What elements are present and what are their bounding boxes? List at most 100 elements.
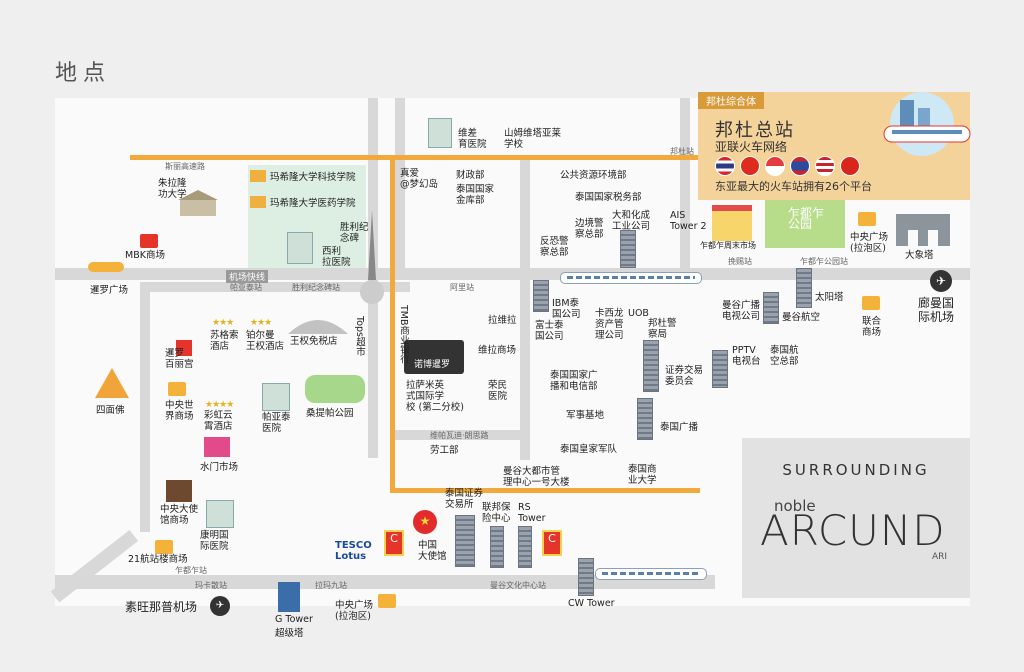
place-label: 联合 商场 [862,316,882,338]
airplane-icon: ✈ [210,596,230,616]
place-label: 朱拉隆 功大学 [158,178,187,200]
place-label: 水门市场 [200,462,239,473]
place-label: 公共资源环境部 [560,170,627,181]
hospital-icon [206,500,234,528]
place-label: 拉维拉 [488,315,517,326]
train-station-icon [883,92,971,156]
building-icon [455,515,475,567]
page-title: 地点 [55,61,112,86]
hotel-stars-icon: ★★★ [250,318,272,328]
place-label: MBK商场 [125,250,165,261]
place-label: RS Tower [518,502,546,524]
place-label: 富士泰 国公司 [535,320,564,342]
expressway-south [390,488,700,493]
place-label: 中央大使 馆商场 [160,504,199,526]
train-icon [560,272,702,284]
road-label: 维帕瓦迪·朗思路 [430,431,489,440]
china-flag-icon [740,156,760,176]
place-label: 劳工部 [430,445,459,456]
place-label: 泰国国家税务部 [575,192,642,203]
place-label: Tops超市 [354,316,365,356]
place-label: 铂尔曼 王权酒店 [246,330,285,352]
place-label: 廊曼国 际机场 [918,296,955,324]
place-label: 军事基地 [566,410,605,421]
building-icon [533,280,549,312]
noble-around-marker[interactable] [404,340,464,374]
place-label: 中国 大使馆 [418,540,447,562]
dress-icon [204,437,230,457]
road-label: 帕亚泰站 [230,283,262,292]
vibha-road [520,160,530,460]
shopping-bag-icon [378,594,396,608]
hospital-icon [428,118,452,148]
book-icon [250,170,266,182]
place-label: 泰国皇家军队 [560,444,618,455]
place-label: 四面佛 [96,405,125,416]
expressway-vertical [390,160,395,490]
place-label: 彩虹云 霄酒店 [204,410,233,432]
building-icon [620,230,636,268]
place-label: 曼谷大都市管 理中心一号大楼 [503,466,570,488]
place-label: IBM泰 国公司 [552,298,581,320]
hotel-stars-icon: ★★★ [212,318,234,328]
place-label: 中央世 界商场 [165,400,194,422]
place-label: 联邦保 险中心 [482,502,511,524]
g-tower-icon [278,582,300,612]
place-label: 卡西龙 资产管 理公司 [595,308,624,341]
victory-monument-icon [360,210,384,304]
hub-tag: 邦杜综合体 [698,92,764,109]
place-label: 泰国航 空总部 [770,345,799,367]
place-label: 21航站楼商场 [128,554,188,565]
place-label: 胜利纪 念碑 [340,222,369,244]
building-icon [796,268,812,308]
place-label: 泰国证券 交易所 [445,488,484,510]
hub-title: 邦杜总站 [715,120,795,141]
place-label: 泰国广播 [660,422,699,433]
jj-park-area [765,200,845,248]
airport-link-label: 机场快线 [226,270,269,283]
place-label: 玛希隆大学医药学院 [270,198,356,209]
temple-icon [95,368,129,398]
place-label: 曼谷广播 电视公司 [722,300,761,322]
place-label: 维拉商场 [478,345,517,356]
university-icon [178,190,218,216]
place-label: 边境警 察总部 [575,218,604,240]
place-label: G Tower [275,614,313,625]
malaysia-flag-icon [815,156,835,176]
place-label: UOB [628,308,649,319]
hub-note: 东亚最大的火车站拥有26个平台 [715,180,872,193]
place-label: 荣民 医院 [488,380,508,402]
hospital-icon [262,383,290,411]
surrounding-label: SURROUNDING [782,461,930,479]
place-label: 财政部 [456,170,485,181]
building-icon [518,526,532,568]
place-label: 大象塔 [905,250,934,261]
bigc-sign-icon: C [542,530,562,556]
road-label: 阿里站 [450,283,474,292]
shopping-bag-icon [858,212,876,226]
brand-ari: ARI [932,552,948,562]
building-icon [712,350,728,388]
place-label: 维差 育医院 [458,128,487,150]
hotel-stars-icon: ★★★★ [205,400,234,410]
shoe-icon [88,262,124,272]
place-label: 帕亚泰 医院 [262,412,291,434]
elephant-tower-icon [896,214,950,246]
place-label: 证券交易 委员会 [665,365,704,387]
laos-flag-icon [790,156,810,176]
place-label: 太阳塔 [815,292,844,303]
place-label: 中央广场 (拉泡区) [335,600,374,622]
place-label: 苏格索 酒店 [210,330,239,352]
place-label: 桑提帕公园 [306,408,354,419]
road-label: 乍都乍站 [175,566,207,575]
brand-panel [742,438,970,598]
thailand-flag-icon [715,156,735,176]
shopping-bag-icon [140,234,158,248]
place-label: 西利 拉医院 [322,246,351,268]
place-label: AIS Tower 2 [670,210,707,232]
road-label: 挽赐站 [728,257,752,266]
brand-logo: ARCUND [760,506,946,555]
place-label: 暹罗广场 [90,285,129,296]
shopping-bag-icon [862,296,880,310]
train-icon [595,568,707,580]
